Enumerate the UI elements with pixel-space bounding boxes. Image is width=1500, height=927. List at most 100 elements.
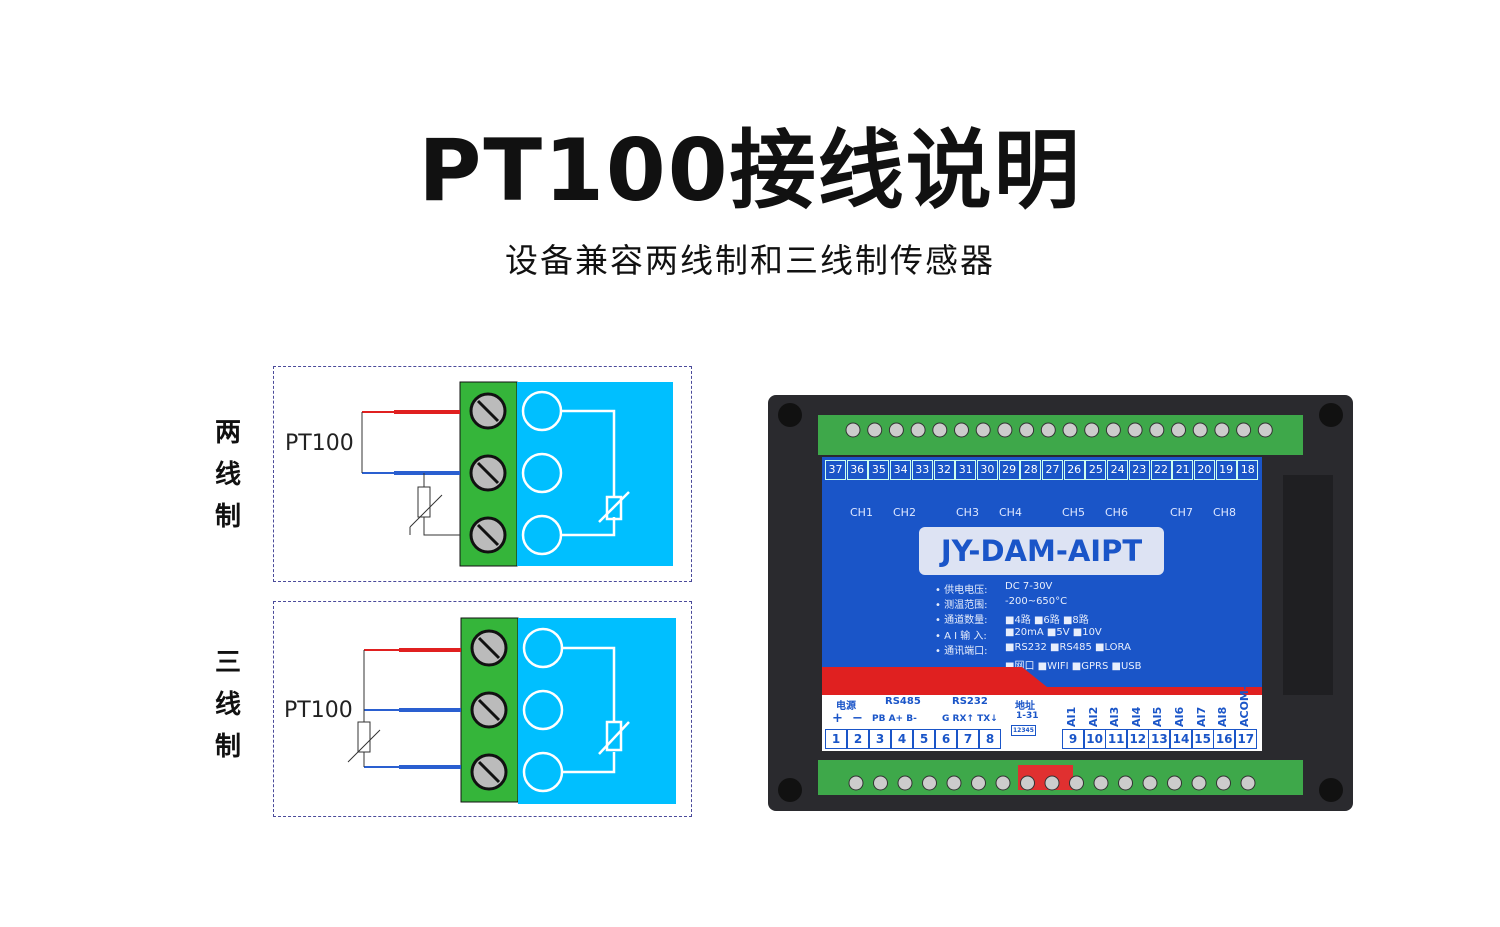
channel-label: CH2 — [893, 506, 916, 519]
bottom-terminal-number: 15 — [1191, 729, 1214, 749]
terminal-screw — [1171, 422, 1186, 438]
terminal-screw — [910, 422, 926, 438]
top-terminal-number: 37 — [825, 460, 846, 480]
label-char: 制 — [214, 502, 241, 532]
top-terminal-number: 35 — [868, 460, 890, 480]
bottom-terminal-number: 10 — [1083, 729, 1106, 749]
ai-label: AI3 — [1108, 706, 1122, 727]
two-wire-label: 两线制 — [212, 412, 244, 538]
terminal-screw — [922, 775, 937, 791]
spec-value: -200~650°C — [1005, 596, 1068, 608]
address-label: 地址 — [1015, 701, 1035, 712]
top-terminal-number: 28 — [1020, 460, 1042, 480]
rs232-label: RS232 — [952, 696, 988, 707]
spec-value: ■网口 ■WIFI ■GPRS ■USB — [1005, 661, 1142, 672]
bottom-terminal-number: 6 — [935, 729, 957, 749]
rs485-label: RS485 — [885, 696, 921, 707]
spec-label: • 测温范围: — [935, 600, 988, 612]
top-terminal-number: 19 — [1215, 460, 1237, 480]
bottom-terminal-number: 5 — [913, 729, 935, 749]
three-wire-diagram: PT100 — [273, 601, 692, 817]
power-plus: + — [832, 711, 843, 726]
terminal-screw — [995, 775, 1011, 791]
page-subtitle: 设备兼容两线制和三线制传感器 — [505, 241, 995, 280]
spec-label: • A I 输 入: — [935, 630, 987, 642]
top-terminal-number: 31 — [955, 460, 977, 480]
ai-label: AI1 — [1065, 706, 1078, 727]
terminal-screw — [1019, 422, 1035, 438]
top-terminal-number: 34 — [890, 460, 912, 480]
terminal-screw — [897, 775, 913, 791]
ai-label: AI6 — [1173, 706, 1186, 727]
bottom-terminal-number: 2 — [847, 729, 869, 749]
terminal-screw — [1149, 422, 1165, 438]
bottom-terminal-number: 16 — [1213, 729, 1236, 749]
terminal-screw — [867, 422, 883, 438]
bottom-terminal-number: 11 — [1105, 729, 1128, 749]
terminal-screw — [1020, 775, 1035, 791]
spec-label: • 通讯端口: — [935, 645, 988, 657]
spec-value: DC 7-30V — [1005, 581, 1053, 592]
bottom-terminal-number: 8 — [979, 729, 1001, 749]
top-terminal-number: 36 — [846, 460, 868, 480]
ai-label: AI5 — [1151, 706, 1165, 727]
bottom-terminal-number: 1 — [825, 729, 847, 749]
terminal-screw — [946, 775, 962, 791]
ai-label: AI7 — [1194, 706, 1208, 727]
channel-label: CH3 — [956, 506, 979, 519]
channel-label: CH6 — [1105, 506, 1128, 519]
top-terminal-number: 20 — [1193, 460, 1215, 480]
ai-label: AI4 — [1129, 706, 1143, 727]
address-dip-switch[interactable]: 12345 — [1011, 725, 1036, 736]
top-terminal-number: 26 — [1063, 460, 1085, 480]
red-stripe — [822, 667, 1262, 697]
terminal-screw — [1257, 422, 1273, 438]
terminal-screw — [997, 422, 1013, 438]
terminal-screw — [1192, 422, 1208, 438]
top-terminal-number: 23 — [1128, 460, 1150, 480]
power-label: 电源 — [836, 701, 856, 712]
top-terminal-number: 29 — [998, 460, 1020, 480]
terminal-screw — [975, 422, 991, 438]
three-wire-wiring-svg — [347, 617, 676, 804]
top-terminal-number: 22 — [1150, 460, 1172, 480]
terminal-screw — [971, 775, 986, 791]
top-terminal-number: 25 — [1085, 460, 1107, 480]
terminal-screw — [1069, 775, 1084, 791]
three-wire-label: 三线制 — [212, 642, 244, 768]
terminal-screw — [1236, 422, 1252, 438]
terminal-screw — [1040, 422, 1056, 438]
sensor-label: PT100 — [284, 698, 353, 723]
terminal-screw — [1167, 775, 1182, 791]
two-wire-diagram: PT100 — [273, 366, 692, 582]
sensor-label: PT100 — [285, 431, 354, 456]
label-char: 制 — [214, 732, 241, 762]
terminal-screw — [848, 775, 864, 791]
rs485-pins: PB A+ B- — [872, 714, 917, 724]
channel-label: CH4 — [999, 506, 1022, 519]
channel-label: CH8 — [1213, 506, 1236, 519]
label-char: 线 — [214, 690, 241, 720]
two-wire-wiring-svg — [361, 381, 673, 567]
terminal-screw — [873, 775, 888, 791]
terminal-screw — [1062, 422, 1078, 438]
spec-value: ■4路 ■6路 ■8路 — [1005, 615, 1089, 627]
top-terminal-number: 21 — [1172, 460, 1194, 480]
terminal-screw — [1105, 422, 1121, 438]
rs232-pins: G RX↑ TX↓ — [942, 714, 998, 724]
top-terminal-number: 24 — [1107, 460, 1129, 480]
ai-label: AI2 — [1086, 706, 1100, 727]
bottom-terminal-number: 3 — [869, 729, 891, 749]
terminal-screw — [1084, 422, 1100, 438]
bottom-terminal-number: 17 — [1234, 729, 1257, 749]
top-terminal-number: 32 — [933, 460, 955, 480]
spec-value: ■RS232 ■RS485 ■LORA — [1005, 641, 1131, 653]
terminal-screw — [1044, 775, 1060, 791]
terminal-screw — [1142, 775, 1158, 791]
terminal-screw — [1093, 775, 1109, 791]
top-terminal-number: 33 — [911, 460, 933, 480]
terminal-screw — [1214, 422, 1230, 438]
label-char: 两 — [214, 418, 241, 448]
terminal-screw — [845, 422, 861, 438]
